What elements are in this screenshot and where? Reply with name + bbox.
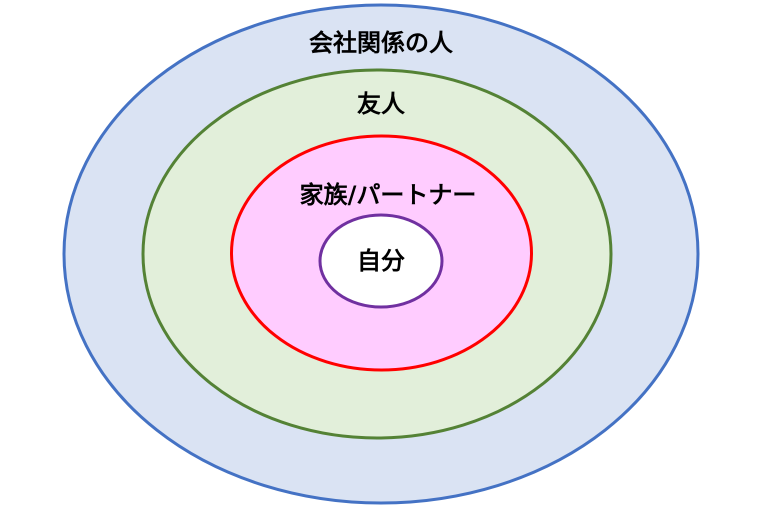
label-work: 会社関係の人 xyxy=(309,29,453,57)
ellipse-self xyxy=(318,213,444,309)
label-self: 自分 xyxy=(357,247,405,275)
label-family: 家族/パートナー xyxy=(300,181,477,209)
label-friends: 友人 xyxy=(357,90,405,118)
